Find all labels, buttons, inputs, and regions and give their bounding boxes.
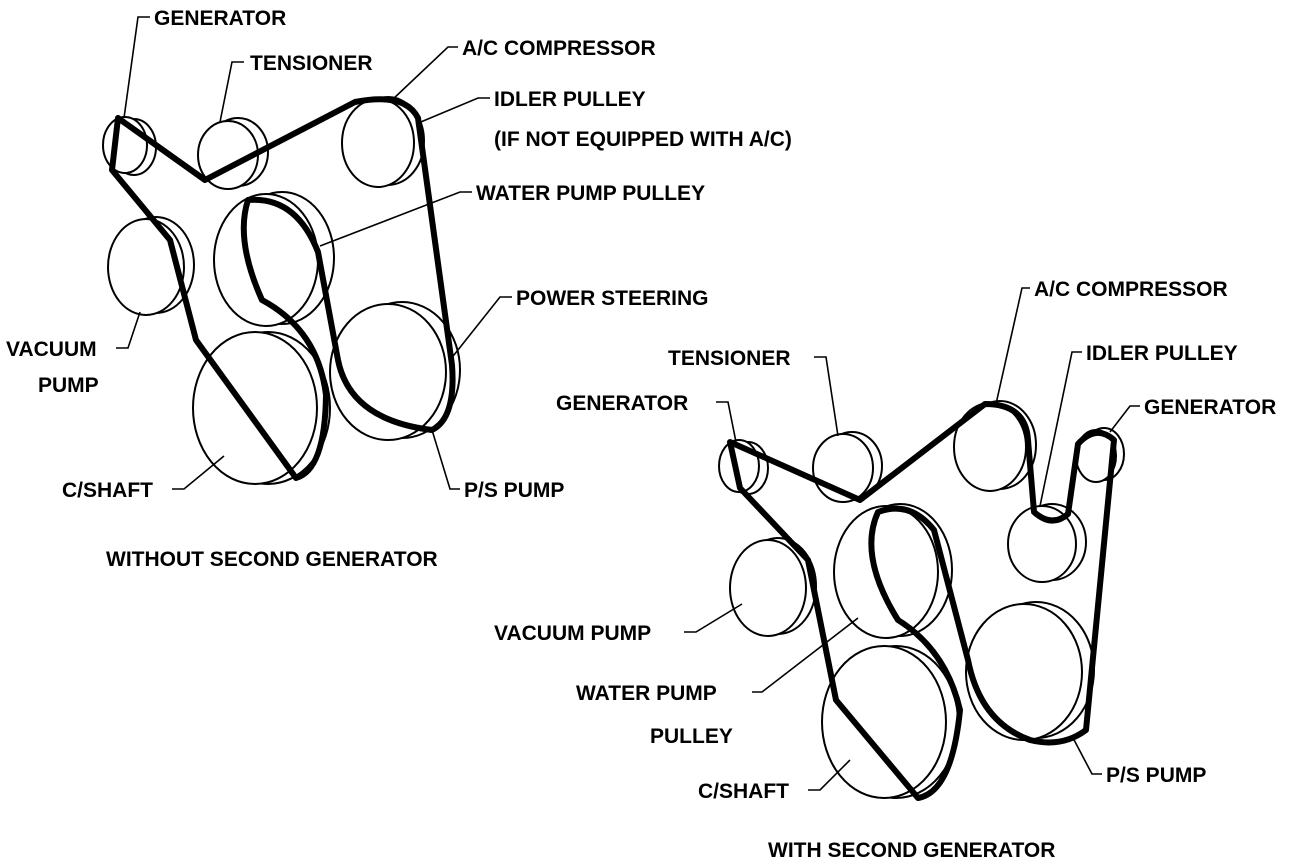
- pulley-vacuum-pump-a: [107, 216, 195, 316]
- label-tensioner-a: TENSIONER: [250, 52, 373, 75]
- pulley-water-pump-a: [213, 191, 335, 327]
- pulley-water-pump-b: [833, 503, 953, 639]
- label-ac-compressor-a: A/C COMPRESSOR: [462, 37, 656, 60]
- leader-tensioner-a: [219, 61, 244, 123]
- leader-power-steering-a: [449, 296, 512, 361]
- leader-vacuum-pump-b: [684, 603, 743, 633]
- leader-ac-compressor-b: [995, 287, 1030, 405]
- drive-belt-b: [727, 401, 1117, 801]
- label-tensioner-b: TENSIONER: [668, 347, 791, 370]
- caption-without-second-generator: WITHOUT SECOND GENERATOR: [106, 548, 438, 571]
- leader-tensioner-b: [814, 356, 839, 437]
- label-water-pump-line1-b: WATER PUMP: [576, 682, 717, 705]
- label-water-pump-pulley-a: WATER PUMP PULLEY: [476, 182, 705, 205]
- label-vacuum-pump-line2-a: PUMP: [38, 374, 99, 397]
- diagram-with-second-generator: A/C COMPRESSOR TENSIONER IDLER PULLEY GE…: [494, 278, 1276, 862]
- label-ps-pump-a: P/S PUMP: [464, 479, 564, 502]
- label-ps-pump-b: P/S PUMP: [1106, 764, 1206, 787]
- leader-ps-pump-a: [431, 429, 460, 490]
- label-ac-compressor-b: A/C COMPRESSOR: [1034, 278, 1228, 301]
- drive-belt-a: [109, 96, 456, 481]
- pulley-crankshaft-a: [192, 331, 331, 485]
- label-power-steering-a: POWER STEERING: [516, 287, 709, 310]
- label-c-shaft-b: C/SHAFT: [698, 780, 789, 803]
- pulley-ac-compressor-a: [341, 96, 425, 188]
- diagram-without-second-generator: GENERATOR TENSIONER A/C COMPRESSOR IDLER…: [6, 7, 792, 571]
- pulley-idler-b: [1007, 503, 1087, 583]
- label-idler-pulley-a: IDLER PULLEY: [494, 88, 646, 111]
- label-vacuum-pump-b: VACUUM PUMP: [494, 622, 651, 645]
- label-c-shaft-a: C/SHAFT: [62, 479, 153, 502]
- label-water-pump-line2-b: PULLEY: [650, 725, 733, 748]
- leader-ps-pump-b: [1071, 735, 1102, 775]
- pulley-power-steering-a: [329, 301, 461, 441]
- leader-c-shaft-a: [172, 455, 225, 490]
- label-generator-left-b: GENERATOR: [556, 392, 688, 415]
- pulley-ac-compressor-b: [953, 400, 1037, 492]
- leader-water-pump-b: [752, 617, 859, 693]
- leader-generator-right-b: [1109, 405, 1140, 433]
- leader-generator-left-b: [716, 401, 737, 443]
- leader-c-shaft-b: [808, 759, 851, 791]
- leader-generator-a: [123, 16, 150, 119]
- leader-idler-pulley-b: [1039, 351, 1082, 507]
- leader-water-pump-a: [319, 191, 472, 247]
- label-generator-a: GENERATOR: [154, 7, 286, 30]
- label-idler-note-a: (IF NOT EQUIPPED WITH A/C): [494, 128, 792, 151]
- pulley-power-steering-b: [965, 601, 1095, 741]
- label-idler-pulley-b: IDLER PULLEY: [1086, 342, 1238, 365]
- leader-ac-compressor-a: [391, 46, 458, 101]
- label-vacuum-pump-line1-a: VACUUM: [6, 338, 97, 361]
- leader-vacuum-pump-a: [116, 311, 141, 349]
- label-generator-right-b: GENERATOR: [1144, 396, 1276, 419]
- pulley-crankshaft-b: [821, 645, 959, 799]
- leader-idler-pulley-a: [415, 97, 490, 125]
- caption-with-second-generator: WITH SECOND GENERATOR: [768, 839, 1055, 862]
